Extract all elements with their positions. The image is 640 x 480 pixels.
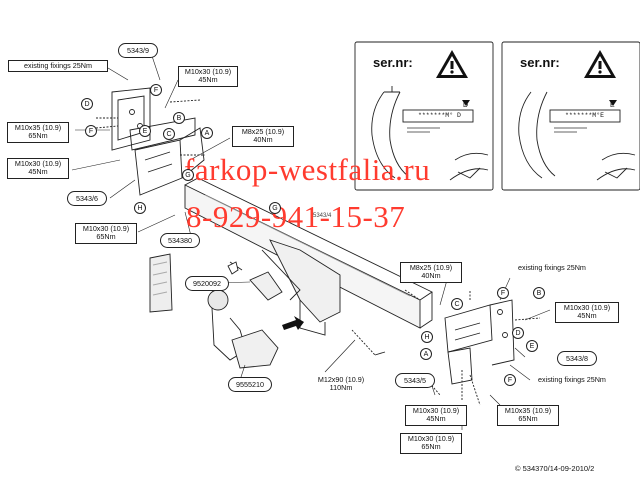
- callout-g-center: G: [269, 202, 281, 214]
- callout-c-left: C: [163, 128, 175, 140]
- label-m10x30-b: M10x30 (10.9) 65Nm: [400, 433, 462, 454]
- label-m10x35-right: M10x35 (10.9) 65Nm: [497, 405, 559, 426]
- spec: M10x30 (10.9): [82, 224, 130, 233]
- spec: M12x90 (10.9): [317, 375, 365, 384]
- callout-h-right: H: [421, 331, 433, 343]
- direction-arrow: [282, 316, 304, 330]
- torque: 65Nm: [28, 131, 48, 141]
- torque: 40Nm: [253, 135, 273, 145]
- beam-part-label: 5343/4: [313, 213, 332, 219]
- crossbar-drawing: [184, 177, 433, 336]
- label-m8x25-left: M8x25 (10.9) 40Nm: [232, 126, 294, 147]
- spec: M8x25 (10.9): [241, 127, 285, 136]
- socket-cover-drawing: [149, 253, 173, 313]
- serial-plate-right: [549, 109, 621, 123]
- callout-h-left: H: [134, 202, 146, 214]
- label-m10x30-mid-left: M10x30 (10.9) 45Nm: [7, 158, 69, 179]
- part-label-5343-8: 5343/8: [557, 351, 597, 366]
- callout-d-left: D: [81, 98, 93, 110]
- callout-f-right-bottom: F: [504, 374, 516, 386]
- label-m10x30-right: M10x30 (10.9) 45Nm: [555, 302, 619, 323]
- callout-d-right: D: [512, 327, 524, 339]
- spec: M10x30 (10.9): [412, 406, 460, 415]
- part-label-534380: 534380: [160, 233, 200, 248]
- spec: M10x35 (10.9): [504, 406, 552, 415]
- callout-c-right: C: [451, 298, 463, 310]
- bolts-drawing: [227, 261, 481, 406]
- part-label-9520092: 9520092: [185, 276, 229, 291]
- spec: M10x30 (10.9): [563, 303, 611, 312]
- serial-panel-left-frame: [354, 41, 494, 191]
- label-existing-fixings-right-top: existing fixings 25Nm: [518, 263, 586, 272]
- label-m12x90: M12x90 (10.9) 110Nm: [310, 376, 372, 391]
- torque: 65Nm: [96, 232, 116, 242]
- callout-f-top-left: F: [150, 84, 162, 96]
- warning-icon-left: [436, 50, 468, 78]
- torque: 45Nm: [28, 167, 48, 177]
- watermark-site: farkop-westfalia.ru: [184, 152, 431, 187]
- serial-plate-left: [402, 109, 474, 123]
- label-m10x30-low-left: M10x30 (10.9) 65Nm: [75, 223, 137, 244]
- serial-panel-left-title: ser.nr:: [373, 55, 413, 70]
- torque: 45Nm: [198, 75, 218, 85]
- callout-a-right: A: [420, 348, 432, 360]
- serial-plate-left-text: *******M° D: [418, 112, 461, 119]
- towball-drawing: [207, 271, 283, 369]
- callout-f-right-top: F: [497, 287, 509, 299]
- callout-b-left: B: [173, 112, 185, 124]
- torque: 45Nm: [577, 311, 597, 321]
- part-label-5343-5: 5343/5: [395, 373, 435, 388]
- copyright-label: © 534370/14-09-2010/2: [515, 464, 595, 473]
- serial-panel-right-frame: [501, 41, 640, 191]
- callout-e-right: E: [526, 340, 538, 352]
- callout-f-left: F: [85, 125, 97, 137]
- torque: 65Nm: [518, 414, 538, 424]
- spec: M10x30 (10.9): [184, 67, 232, 76]
- watermark-phone: 8-929-941-15-37: [186, 199, 406, 234]
- serial-arrow-letter-d: D: [463, 102, 469, 109]
- torque: 110Nm: [329, 382, 353, 392]
- callout-g-left: G: [182, 169, 194, 181]
- spec: M10x35 (10.9): [14, 123, 62, 132]
- part-label-5343-6: 5343/6: [67, 191, 107, 206]
- serial-panel-right-title: ser.nr:: [520, 55, 560, 70]
- spec: M8x25 (10.9): [409, 263, 453, 272]
- label-m10x35-left: M10x35 (10.9) 65Nm: [7, 122, 69, 143]
- callout-a-left: A: [201, 127, 213, 139]
- part-label-9555210: 9555210: [228, 377, 272, 392]
- serial-arrow-letter-e: E: [610, 102, 615, 109]
- callout-e-left: E: [139, 125, 151, 137]
- label-existing-fixings-right-bottom: existing fixings 25Nm: [538, 375, 606, 384]
- spec: M10x30 (10.9): [407, 434, 455, 443]
- label-m8x25-right: M8x25 (10.9) 40Nm: [400, 262, 462, 283]
- torque: 65Nm: [421, 442, 441, 452]
- spec: M10x30 (10.9): [14, 159, 62, 168]
- label-m10x30-top-left: M10x30 (10.9) 45Nm: [178, 66, 238, 87]
- label-existing-fixings-left: existing fixings 25Nm: [8, 60, 108, 73]
- torque: 45Nm: [426, 414, 446, 424]
- callout-b-right: B: [533, 287, 545, 299]
- part-label-5343-9: 5343/9: [118, 43, 158, 58]
- serial-plate-right-text: *******M°E: [565, 112, 605, 119]
- label-m10x30-a: M10x30 (10.9) 45Nm: [405, 405, 467, 426]
- warning-icon-right: [584, 50, 616, 78]
- torque: 40Nm: [421, 271, 441, 281]
